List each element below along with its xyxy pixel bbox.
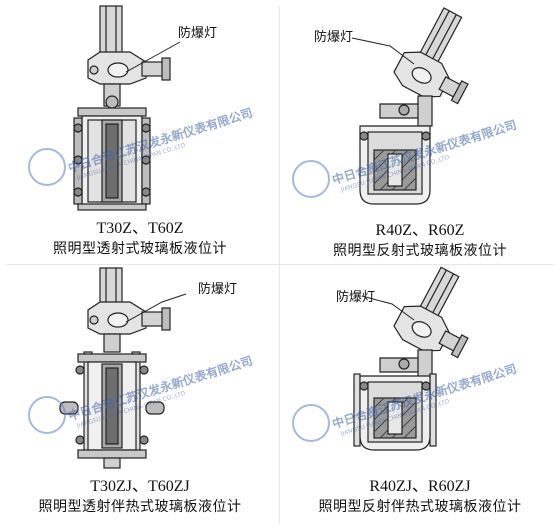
model-number: T30ZJ、T60ZJ xyxy=(90,478,190,495)
lamp-callout-label: 防爆灯 xyxy=(178,26,218,41)
transmission-gauge-drawing xyxy=(73,5,181,211)
lamp-callout-label: 防爆灯 xyxy=(336,290,376,305)
company-logo xyxy=(292,404,330,442)
model-number: T30Z、T60Z xyxy=(96,220,184,237)
model-description: 照明型反射伴热式玻璃板液位计 xyxy=(318,499,522,515)
panel-reflection-heat-tracing: 防爆灯 中日合资江苏汉发永新仪表有限公司 JIANGSU HANFA CHINA… xyxy=(280,264,560,528)
model-description: 照明型透射伴热式玻璃板液位计 xyxy=(38,499,242,515)
transmission-heated-gauge-drawing xyxy=(59,267,187,469)
reflection-gauge-drawing xyxy=(351,7,469,205)
panel-divider-horizontal xyxy=(6,264,554,265)
lamp-callout-label: 防爆灯 xyxy=(314,30,354,45)
panel-transmission: 防爆灯 中日合资江苏汉发永新仪表有限公司 JIANGSU HANFA CHINA… xyxy=(0,0,280,264)
company-logo xyxy=(28,396,66,434)
model-description: 照明型透射式玻璃板液位计 xyxy=(53,241,227,257)
company-logo xyxy=(292,160,330,198)
panel-reflection: 防爆灯 中日合资江苏汉发永新仪表有限公司 JIANGSU HANFA CHINA… xyxy=(280,0,560,264)
panel-transmission-heat-tracing: 防爆灯 中日合资江苏汉发永新仪表有限公司 JIANGSU HANFA CHINA… xyxy=(0,264,280,528)
model-number: R40ZJ、R60ZJ xyxy=(369,478,471,495)
company-logo xyxy=(28,148,66,186)
model-description: 照明型反射式玻璃板液位计 xyxy=(333,243,507,259)
reflection-heated-gauge-drawing xyxy=(353,266,469,451)
lamp-callout-label: 防爆灯 xyxy=(198,282,238,297)
model-number: R40Z、R60Z xyxy=(375,222,465,239)
